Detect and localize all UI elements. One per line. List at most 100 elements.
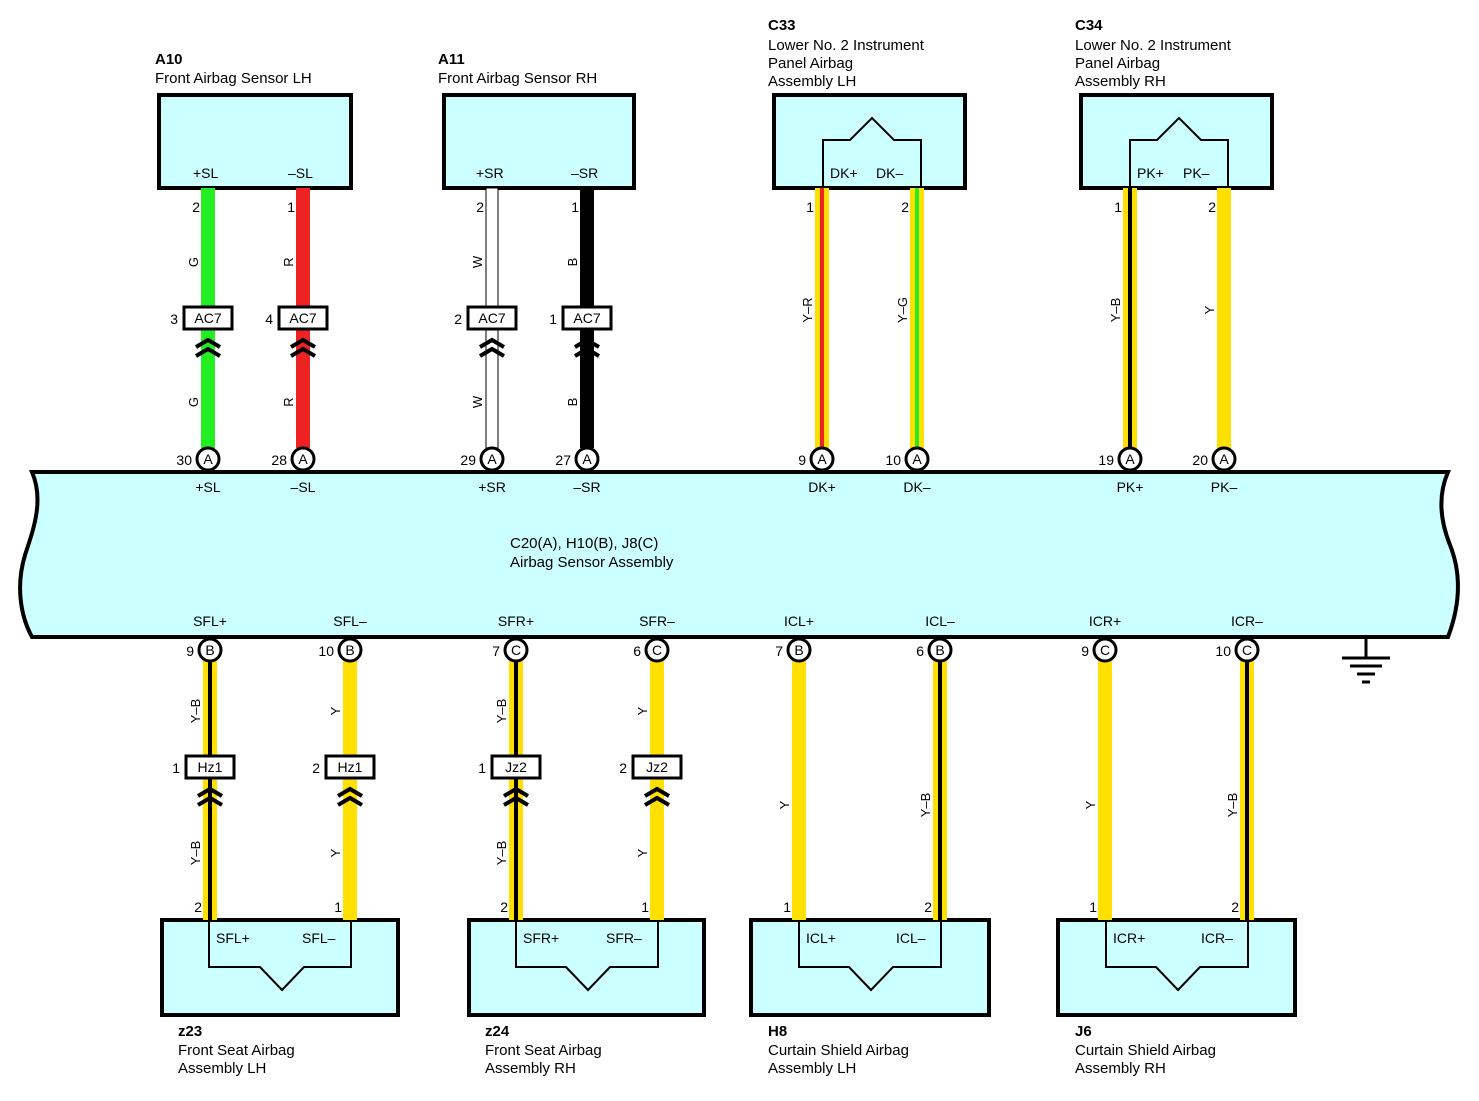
component-pin-number: 2 <box>192 199 200 215</box>
main-pin-number: 7 <box>492 643 500 659</box>
component-code: J6 <box>1075 1023 1092 1040</box>
main-terminal-label: SFL+ <box>193 613 227 629</box>
wire-color-label: Y–G <box>895 297 910 323</box>
component-code: H8 <box>768 1023 787 1040</box>
main-terminal-label: –SL <box>291 479 316 495</box>
component-pin-number: 2 <box>500 899 508 915</box>
component-name-line: Assembly LH <box>768 73 856 90</box>
component-pin-number: 2 <box>901 199 909 215</box>
wire-color-label: R <box>281 257 296 266</box>
wire-color-label: B <box>565 258 580 267</box>
wire-color-label: G <box>186 397 201 407</box>
connector-pin-circle <box>1117 446 1143 472</box>
wire <box>792 661 806 920</box>
inline-connector-box <box>631 754 683 780</box>
connector-letter: A <box>582 451 592 467</box>
inline-connector-code: Hz1 <box>198 759 223 775</box>
squib-symbol <box>798 920 942 992</box>
connector-pin-circle <box>503 637 529 663</box>
wire-color-label: Y–B <box>188 841 203 866</box>
component-box <box>1056 918 1297 1017</box>
wire-color-label: Y–B <box>1108 298 1123 323</box>
connector-letter: B <box>935 642 944 658</box>
connector-arrow <box>289 337 317 349</box>
wire-color-label: Y–B <box>918 793 933 818</box>
terminal-label: –SL <box>288 165 313 181</box>
connector-letter: A <box>487 451 497 467</box>
inline-pin-number: 2 <box>619 760 627 776</box>
component-name-line: Lower No. 2 Instrument <box>1075 37 1232 54</box>
main-terminal-label: SFR– <box>639 613 675 629</box>
connector-arrow <box>573 337 601 349</box>
connector-letter: C <box>1100 642 1110 658</box>
main-pin-number: 28 <box>271 452 287 468</box>
connector-letter: A <box>817 451 827 467</box>
wire-color-label: W <box>470 255 485 268</box>
main-pin-number: 7 <box>775 643 783 659</box>
main-pin-number: 9 <box>798 452 806 468</box>
connector-arrow <box>196 795 224 807</box>
component-box <box>157 93 353 190</box>
main-code: C20(A), H10(B), J8(C) <box>510 535 658 552</box>
connector-arrow <box>194 346 222 358</box>
connector-arrow <box>502 786 530 798</box>
terminal-label: ICL– <box>896 930 926 946</box>
main-terminal-label: SFL– <box>333 613 367 629</box>
component-pin-number: 1 <box>806 199 814 215</box>
main-pin-number: 27 <box>555 452 571 468</box>
connector-pin-circle <box>786 637 812 663</box>
connector-arrow <box>478 346 506 358</box>
connector-letter: A <box>1125 451 1135 467</box>
inline-pin-number: 3 <box>170 311 178 327</box>
connector-arrow <box>194 337 222 349</box>
wire <box>1098 661 1112 920</box>
component-pin-number: 1 <box>1089 899 1097 915</box>
wire-color-label: Y–R <box>800 297 815 322</box>
wire-color-label: Y <box>1202 305 1217 314</box>
terminal-label: ICL+ <box>806 930 836 946</box>
component-box <box>160 918 400 1017</box>
main-pin-number: 29 <box>460 452 476 468</box>
terminal-label: PK– <box>1183 165 1210 181</box>
inline-pin-number: 1 <box>172 760 180 776</box>
connector-arrow <box>643 795 671 807</box>
wire-stripe <box>1245 661 1249 920</box>
inline-pin-number: 1 <box>478 760 486 776</box>
connector-pin-circle <box>195 446 221 472</box>
main-pin-number: 6 <box>916 643 924 659</box>
wire-color-label: Y <box>635 848 650 857</box>
inline-connector-box <box>324 754 376 780</box>
connector-pin-circle <box>1211 446 1237 472</box>
squib-symbol <box>1105 920 1249 992</box>
component-name-line: Assembly LH <box>768 1060 856 1077</box>
wire-color-label: W <box>470 395 485 408</box>
component-name-line: Assembly RH <box>485 1060 576 1077</box>
connector-letter: B <box>205 642 214 658</box>
main-name: Airbag Sensor Assembly <box>510 554 674 571</box>
wire-color-label: G <box>186 257 201 267</box>
connector-letter: A <box>912 451 922 467</box>
main-terminal-label: DK– <box>903 479 930 495</box>
wire-color-label: Y <box>328 706 343 715</box>
component-pin-number: 2 <box>924 899 932 915</box>
main-terminal-label: ICL– <box>925 613 955 629</box>
terminal-label: SFL+ <box>216 930 250 946</box>
squib-symbol <box>515 920 659 992</box>
main-pin-number: 9 <box>186 643 194 659</box>
component-box <box>467 918 706 1017</box>
terminal-label: DK– <box>876 165 903 181</box>
connector-letter: B <box>345 642 354 658</box>
connector-arrow <box>502 795 530 807</box>
terminal-label: +SL <box>193 165 219 181</box>
component-z23: SFL+ SFL– z23 Front Seat Airbag Assembly… <box>160 918 400 1077</box>
main-terminal-label: PK+ <box>1117 479 1144 495</box>
terminal-label: –SR <box>571 165 598 181</box>
inline-pin-number: 2 <box>312 760 320 776</box>
connector-letter: B <box>794 642 803 658</box>
inline-connector-code: Jz2 <box>646 759 668 775</box>
component-pin-number: 1 <box>641 899 649 915</box>
component-name: Front Airbag Sensor RH <box>438 70 597 87</box>
inline-pin-number: 4 <box>265 311 273 327</box>
wire-stripe <box>1128 188 1132 448</box>
